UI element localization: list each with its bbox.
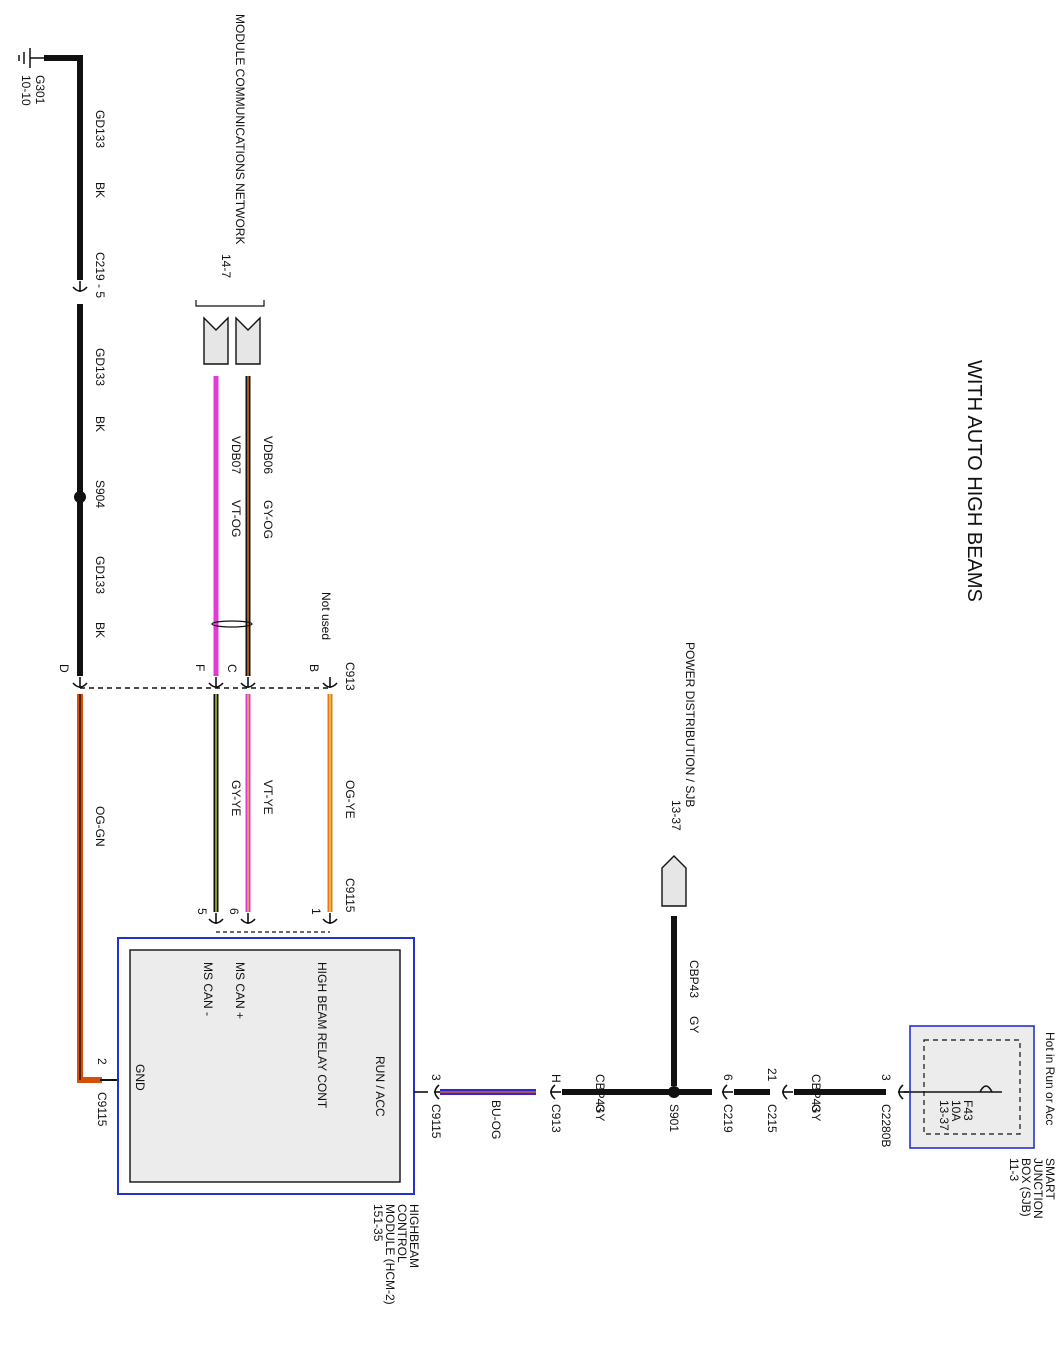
hcm-pin-can-plus: MS CAN + — [233, 962, 247, 1019]
network-connector-vdb06 — [235, 316, 261, 365]
c219-pin6: 6 — [721, 1074, 735, 1081]
cbp43-label-b: CBP43 — [687, 960, 701, 998]
hcm-pin-gnd: GND — [133, 1064, 147, 1091]
hcm-pin-can-minus: MS CAN - — [201, 962, 215, 1016]
c913-pin-b: B — [307, 664, 321, 672]
c9115-pin2: 2 — [95, 1058, 109, 1065]
network-connector-vdb07 — [203, 316, 229, 365]
c215-pin21-icon — [781, 1084, 794, 1100]
s904-splice — [74, 491, 86, 503]
bk-label-2: BK — [93, 416, 107, 432]
c913-h-label: C913 — [549, 1104, 563, 1133]
fuse-ref: 13-37 — [937, 1100, 951, 1131]
sjb-hot-label: Hot in Run or Acc — [1043, 1032, 1057, 1125]
c219-label-h: C219 — [721, 1104, 735, 1133]
ground-wire-seg1 — [44, 55, 83, 280]
ground-ref: 10-10 — [19, 75, 33, 106]
c913-label: C913 — [343, 662, 357, 691]
c9115-pin3: 3 — [429, 1074, 443, 1081]
c9115-top-label: C9115 — [343, 878, 357, 913]
c913-pin-b-icon — [322, 676, 338, 689]
svg-text:JUNCTION: JUNCTION — [1031, 1158, 1045, 1219]
sjb-box — [909, 1025, 1035, 1149]
cbp43-label-c: CBP43 — [809, 1074, 823, 1112]
c913-pin-d-icon — [72, 676, 88, 689]
c913-pin-h: H — [549, 1074, 563, 1083]
c9115-gnd-label: C9115 — [95, 1092, 109, 1127]
sjb-inner-box — [923, 1039, 1021, 1135]
c219-label: C219 - 5 — [93, 252, 107, 298]
sjb-name: SMART JUNCTION BOX (SJB) 11-3 — [1007, 1158, 1057, 1219]
hcm-module-inner — [129, 949, 401, 1183]
vdb07-label: VDB07 — [229, 436, 243, 474]
cbp43-label-a: CBP43 — [593, 1074, 607, 1112]
network-ref: 14-7 — [219, 254, 233, 278]
power-distribution-connector — [661, 855, 687, 907]
gy-label-c: GY — [809, 1104, 823, 1121]
c215-label: C215 — [765, 1104, 779, 1133]
c9115-pin1: 1 — [309, 908, 323, 915]
c219-pin6-icon — [721, 1084, 734, 1100]
gy-ye-label: GY-YE — [229, 780, 243, 816]
gy-label-a: GY — [593, 1104, 607, 1121]
s901-splice — [668, 1086, 680, 1098]
ground-wire-og-gn — [77, 694, 102, 1083]
c9115-pin6: 6 — [227, 908, 241, 915]
c215-pin21: 21 — [765, 1068, 779, 1082]
svg-text:BOX (SJB): BOX (SJB) — [1019, 1158, 1033, 1217]
gd133-label-3: GD133 — [93, 556, 107, 594]
c9115-run-label: C9115 — [429, 1104, 443, 1139]
vdb06-label: VDB06 — [261, 436, 275, 474]
c913-pin-d: D — [57, 664, 71, 673]
hcm-pin-run-acc: RUN / ACC — [373, 1056, 387, 1117]
fuse-icon — [979, 1085, 993, 1093]
svg-text:151-35: 151-35 — [371, 1204, 385, 1242]
bu-og-label: BU-OG — [489, 1100, 503, 1139]
fuse-id: F43 — [961, 1100, 975, 1121]
og-gn-label: OG-GN — [93, 806, 107, 847]
svg-text:CONTROL: CONTROL — [395, 1204, 409, 1263]
diagram-title: WITH AUTO HIGH BEAMS — [963, 360, 985, 602]
bk-label-1: BK — [93, 182, 107, 198]
c913-pin-c-icon — [240, 676, 256, 689]
network-title: MODULE COMMUNICATIONS NETWORK — [233, 14, 247, 244]
gy-label-b: GY — [687, 1016, 701, 1033]
og-ye-label: OG-YE — [343, 780, 357, 819]
twisted-pair-icon — [211, 620, 253, 628]
c913-pin-h-icon — [549, 1084, 562, 1100]
svg-text:11-3: 11-3 — [1007, 1158, 1021, 1181]
fuse-rating: 10A — [949, 1100, 963, 1121]
power-dist-title: POWER DISTRIBUTION / SJB — [683, 642, 697, 807]
svg-text:SMART: SMART — [1043, 1158, 1057, 1200]
vt-ye-label: VT-YE — [261, 780, 275, 815]
gd133-label-2: GD133 — [93, 348, 107, 386]
c9115-pin6-icon — [240, 912, 256, 925]
ground-icon — [18, 48, 44, 68]
c9115-pin5-icon — [208, 912, 224, 925]
c913-pin-f: F — [193, 664, 207, 671]
bk-label-3: BK — [93, 622, 107, 638]
gy-og-label: GY-OG — [261, 500, 275, 539]
c2280b-label: C2280B — [879, 1104, 893, 1147]
svg-text:HIGHBEAM: HIGHBEAM — [407, 1204, 421, 1268]
c913-pin-f-icon — [208, 676, 224, 689]
c913-pin-c: C — [225, 664, 239, 673]
s901-label: S901 — [667, 1104, 681, 1132]
hcm-pin-relay: HIGH BEAM RELAY CONT — [315, 962, 329, 1109]
c219-connector-icon — [72, 280, 88, 293]
power-dist-ref: 13-37 — [669, 800, 683, 831]
c9115-pin1-icon — [322, 912, 338, 925]
gd133-label-1: GD133 — [93, 110, 107, 148]
c9115-pin5: 5 — [195, 908, 209, 915]
not-used-label: Not used — [319, 592, 333, 640]
s904-label: S904 — [93, 480, 107, 508]
vt-og-label: VT-OG — [229, 500, 243, 537]
svg-text:MODULE (HCM-2): MODULE (HCM-2) — [383, 1204, 397, 1305]
c2280b-pin3: 3 — [879, 1074, 893, 1081]
hcm-name: HIGHBEAM CONTROL MODULE (HCM-2) 151-35 — [371, 1204, 421, 1305]
ground-id: G301 — [33, 75, 47, 105]
